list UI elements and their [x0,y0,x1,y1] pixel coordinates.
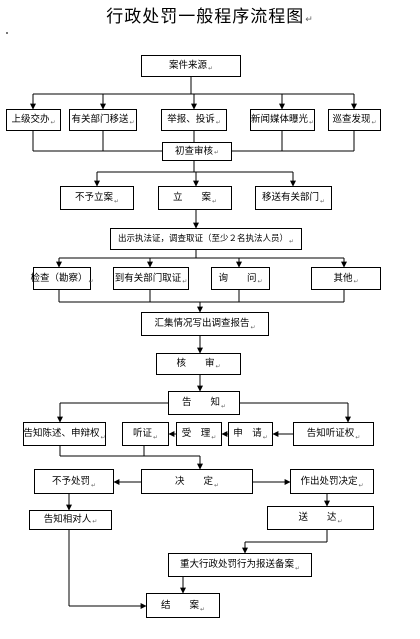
node-notify-defense: 告知陈述、申辩权↵ [23,422,106,446]
node-transfer-dept: 移送有关部门↵ [255,186,332,210]
node-notify-hearing-right: 告知听证权↵ [293,422,374,446]
node-src-report: 举报、投诉↵ [161,109,227,131]
node-review: 核 审↵ [156,353,241,375]
stray-dot [6,32,8,34]
node-no-penalty: 不予处罚↵ [34,469,114,494]
node-source: 案件来源↵ [141,55,241,77]
node-accept: 受 理↵ [176,422,222,446]
node-src-department: 有关部门移送↵ [69,109,137,131]
node-no-case: 不予立案↵ [60,186,134,210]
node-notify: 告 知↵ [168,391,240,415]
node-initial-review: 初查审核↵ [162,142,232,161]
return-mark: ↵ [305,15,314,25]
node-src-media: 新闻媒体曝光↵ [250,109,315,131]
node-deliver: 送 达↵ [267,506,374,530]
node-dept-evidence: 到有关部门取证↵ [113,267,189,290]
node-decision: 决 定↵ [141,469,253,494]
node-make-decision: 作出处罚决定↵ [290,469,374,494]
node-inquiry: 询 问↵ [211,267,270,290]
page-title: 行政处罚一般程序流程图↵ [106,7,314,27]
node-investigate: 出示执法证，调查取证（至少２名执法人员）↵ [110,228,302,250]
node-inspect: 检查（勘察）↵ [30,267,94,290]
node-other: 其他↵ [311,267,381,290]
node-notify-party: 告知相对人↵ [29,510,112,530]
node-major-report: 重大行政处罚行为报送备案↵ [168,553,312,577]
node-hearing: 听证↵ [122,422,169,446]
node-src-patrol: 巡查发现↵ [328,109,381,131]
node-src-superior: 上级交办↵ [6,109,61,131]
node-summary-report: 汇集情况写出调查报告↵ [141,312,269,336]
node-apply: 申 请↵ [228,422,273,446]
node-file-case: 立 案↵ [158,186,232,210]
node-close: 结 案↵ [146,593,220,618]
